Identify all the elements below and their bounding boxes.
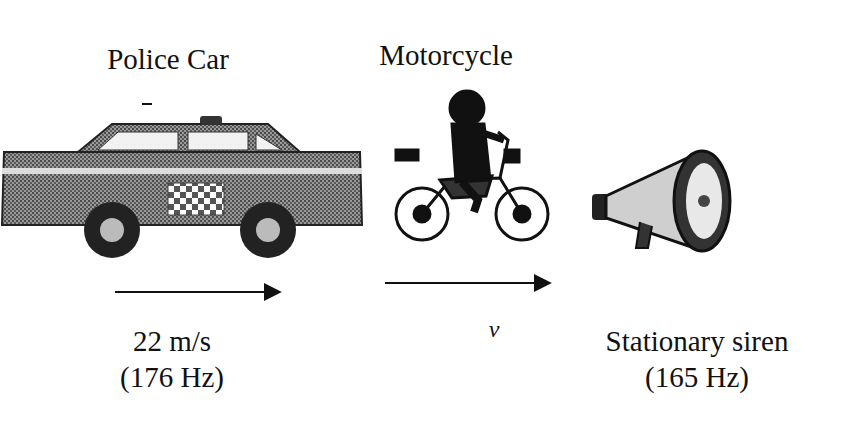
velocity-arrow (385, 282, 550, 284)
frequency-value: (176 Hz) (120, 362, 224, 394)
object-name: Motorcycle (379, 40, 513, 72)
antenna (142, 103, 152, 105)
speed-value: 22 m/s (133, 326, 211, 358)
siren-megaphone (592, 151, 730, 251)
frequency-value: (165 Hz) (645, 362, 749, 394)
object-name: Stationary siren (606, 326, 789, 358)
object-name: Police Car (107, 44, 229, 76)
motorcycle (396, 91, 548, 240)
velocity-symbol: v (489, 316, 500, 342)
police-car (2, 104, 362, 258)
velocity-arrow (115, 291, 280, 293)
